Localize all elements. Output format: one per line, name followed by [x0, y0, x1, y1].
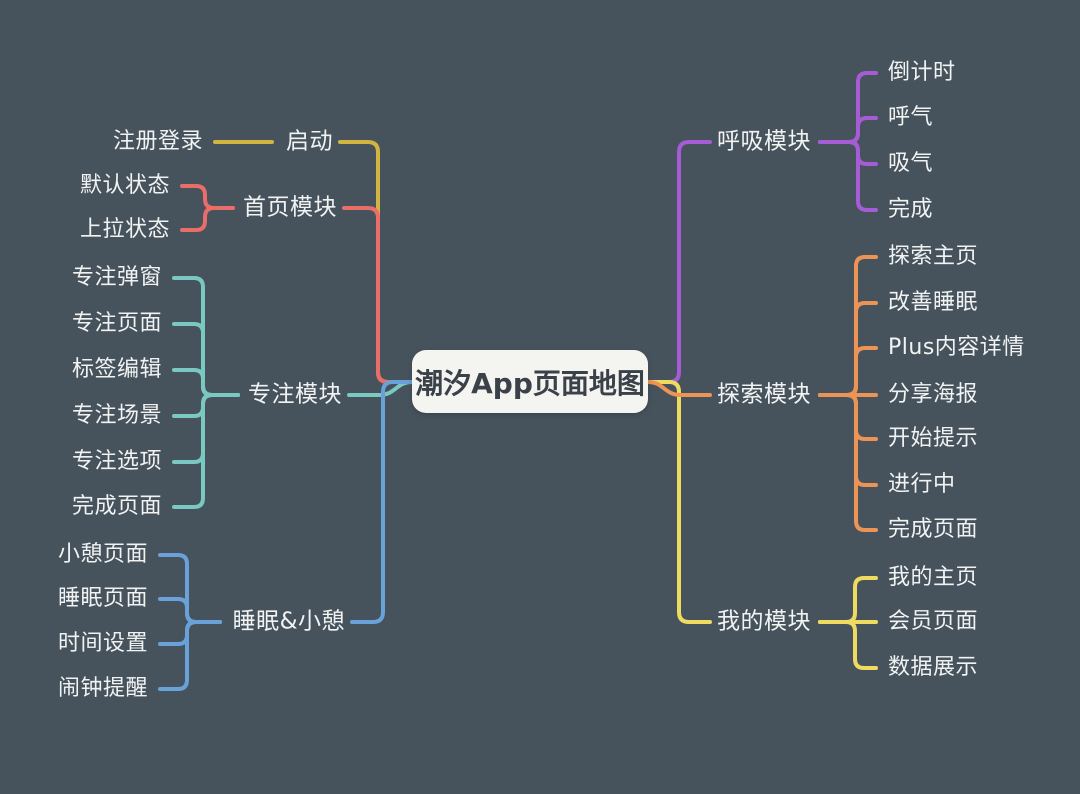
connector	[818, 255, 878, 397]
child-label-explore[interactable]: 开始提示	[888, 426, 979, 451]
child-label-breath[interactable]: 吸气	[888, 151, 934, 176]
branch-label-focus[interactable]: 专注模块	[248, 381, 342, 408]
connector	[818, 393, 878, 441]
connector	[172, 393, 240, 464]
connector	[818, 140, 878, 212]
branch-label-breath[interactable]: 呼吸模块	[717, 128, 811, 155]
connector	[342, 206, 414, 384]
central-topic-node[interactable]: 潮汐App页面地图	[412, 350, 648, 413]
branch-label-home[interactable]: 首页模块	[243, 194, 337, 221]
child-label-explore[interactable]: Plus内容详情	[888, 335, 1025, 360]
child-label-explore[interactable]: 探索主页	[888, 244, 979, 269]
connector	[172, 276, 240, 397]
child-label-home[interactable]: 默认状态	[79, 173, 170, 198]
child-label-sleep-nap[interactable]: 睡眠页面	[57, 586, 148, 611]
child-label-mine[interactable]: 会员页面	[888, 609, 979, 634]
child-label-sleep-nap[interactable]: 小憩页面	[57, 542, 148, 567]
connector	[646, 140, 712, 384]
child-label-focus[interactable]: 专注弹窗	[71, 265, 162, 290]
child-label-breath[interactable]: 呼气	[888, 105, 934, 130]
connector	[158, 620, 222, 691]
child-label-launch[interactable]: 注册登录	[112, 129, 203, 154]
child-label-focus[interactable]: 专注场景	[71, 403, 162, 428]
connector	[158, 597, 222, 624]
child-label-home[interactable]: 上拉状态	[79, 217, 170, 242]
connector	[818, 346, 878, 397]
child-label-explore[interactable]: 分享海报	[888, 382, 979, 407]
child-label-focus[interactable]: 标签编辑	[71, 357, 162, 382]
child-label-mine[interactable]: 数据展示	[888, 655, 979, 680]
connector	[172, 393, 240, 509]
child-label-breath[interactable]: 倒计时	[888, 60, 956, 85]
connector	[158, 553, 222, 624]
connector	[818, 576, 878, 624]
child-label-sleep-nap[interactable]: 闹钟提醒	[57, 676, 148, 701]
connector	[646, 380, 712, 397]
branch-label-launch[interactable]: 启动	[286, 128, 333, 155]
connector	[818, 393, 878, 532]
branch-label-mine[interactable]: 我的模块	[717, 608, 811, 635]
child-label-focus[interactable]: 完成页面	[71, 494, 162, 519]
connector	[818, 140, 878, 166]
child-label-explore[interactable]: 完成页面	[888, 517, 979, 542]
connector	[818, 116, 878, 144]
connector	[646, 380, 712, 624]
child-label-breath[interactable]: 完成	[888, 197, 934, 222]
branch-label-explore[interactable]: 探索模块	[717, 381, 811, 408]
connector	[172, 368, 240, 397]
connector	[350, 380, 414, 624]
child-label-focus[interactable]: 专注选项	[71, 449, 162, 474]
child-label-mine[interactable]: 我的主页	[888, 565, 979, 590]
connector	[180, 184, 235, 210]
connector	[818, 620, 878, 670]
child-label-explore[interactable]: 进行中	[888, 472, 956, 497]
child-label-sleep-nap[interactable]: 时间设置	[57, 631, 148, 656]
connector	[818, 71, 878, 144]
branch-label-sleep-nap[interactable]: 睡眠&小憩	[232, 608, 345, 635]
child-label-focus[interactable]: 专注页面	[71, 311, 162, 336]
child-label-explore[interactable]: 改善睡眠	[888, 290, 979, 315]
connector	[180, 206, 235, 232]
connector	[172, 322, 240, 397]
central-topic-label: 潮汐App页面地图	[415, 366, 645, 400]
